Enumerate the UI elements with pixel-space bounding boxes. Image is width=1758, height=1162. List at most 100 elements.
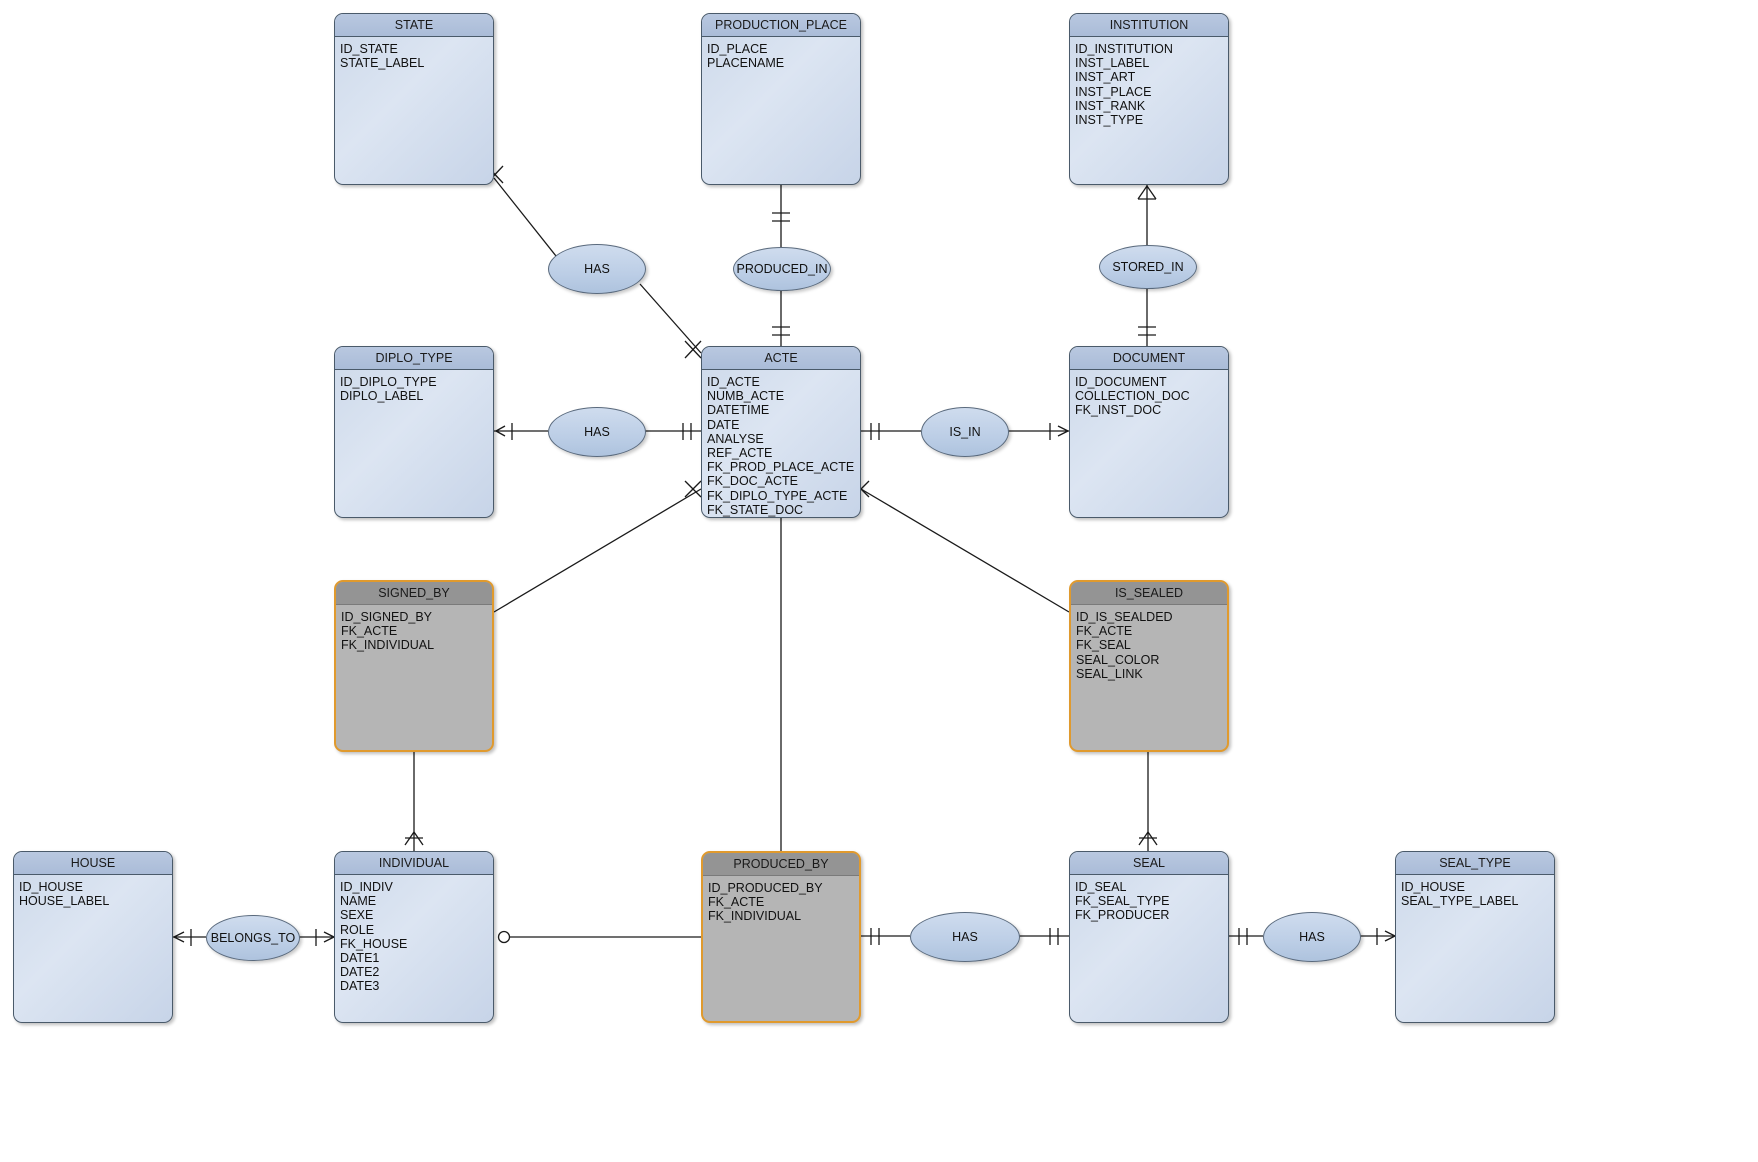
cardinality-document-top	[1138, 326, 1156, 336]
relationship-label: PRODUCED_IN	[736, 262, 828, 276]
attribute: NAME	[340, 894, 377, 909]
entity-title-house: HOUSE	[14, 852, 172, 875]
relationship-label: IS_IN	[949, 425, 981, 439]
crowfoot-acte-top-left	[684, 340, 702, 359]
attribute: DATE2	[340, 965, 380, 980]
entity-title-production_place: PRODUCTION_PLACE	[702, 14, 860, 37]
crowfoot-institution	[1137, 185, 1157, 200]
relationship-rel_has_state[interactable]: HAS	[548, 244, 646, 294]
attribute: FK_ACTE	[708, 895, 765, 910]
attribute: DATETIME	[707, 403, 770, 418]
attribute: INST_PLACE	[1075, 84, 1152, 99]
relationship-rel_stored_in[interactable]: STORED_IN	[1099, 245, 1197, 289]
attribute: FK_ACTE	[1076, 624, 1133, 639]
attribute: SEAL_LINK	[1076, 666, 1143, 681]
relationship-rel_has_sealtype[interactable]: HAS	[1263, 912, 1361, 962]
attribute: DATE1	[340, 951, 380, 966]
entity-title-state: STATE	[335, 14, 493, 37]
attribute: ROLE	[340, 922, 375, 937]
attribute: PLACENAME	[707, 56, 785, 71]
cardinality-sealtype-left	[1376, 928, 1396, 945]
attribute: FK_ACTE	[341, 624, 398, 639]
attribute: SEXE	[340, 908, 374, 923]
attribute: REF_ACTE	[707, 446, 773, 461]
entity-title-signed_by: SIGNED_BY	[336, 582, 492, 605]
entity-title-document: DOCUMENT	[1070, 347, 1228, 370]
attribute: ID_INDIV	[340, 880, 393, 894]
cardinality-acte-top	[772, 326, 790, 336]
entity-title-individual: INDIVIDUAL	[335, 852, 493, 875]
attribute: SEAL_COLOR	[1076, 652, 1160, 667]
attribute: FK_INDIVIDUAL	[341, 638, 435, 653]
cardinality-document-left	[1049, 423, 1069, 440]
attribute: ID_INSTITUTION	[1075, 42, 1173, 56]
entity-title-institution: INSTITUTION	[1070, 14, 1228, 37]
link-acte-signedby	[493, 488, 702, 613]
attribute: FK_SEAL_TYPE	[1075, 894, 1170, 909]
attribute: ID_SIGNED_BY	[341, 610, 433, 624]
attribute: STATE_LABEL	[340, 56, 425, 71]
attribute: DATE3	[340, 979, 380, 994]
attribute: ID_PLACE	[707, 42, 768, 56]
attribute: FK_STATE_DOC	[707, 502, 804, 517]
entity-title-seal: SEAL	[1070, 852, 1228, 875]
attribute: INST_TYPE	[1075, 113, 1144, 128]
optional-marker-individual	[497, 930, 511, 944]
link-state-has	[493, 177, 557, 257]
attribute: HOUSE_LABEL	[19, 894, 110, 909]
cardinality-producedby-right	[870, 928, 880, 945]
attribute: ID_HOUSE	[19, 880, 83, 894]
crowfoot-individual-top	[404, 831, 424, 846]
attribute: FK_PRODUCER	[1075, 908, 1170, 923]
attribute: COLLECTION_DOC	[1075, 389, 1190, 404]
entity-title-diplo_type: DIPLO_TYPE	[335, 347, 493, 370]
relationship-label: HAS	[584, 262, 610, 276]
relationship-rel_has_diplo[interactable]: HAS	[548, 407, 646, 457]
attribute: FK_HOUSE	[340, 936, 408, 951]
crowfoot-seal-top	[1138, 831, 1158, 846]
attribute: ANALYSE	[707, 431, 764, 446]
attribute: ID_ACTE	[707, 375, 760, 389]
relationship-rel_belongs_to[interactable]: BELONGS_TO	[206, 915, 300, 961]
entity-title-seal_type: SEAL_TYPE	[1396, 852, 1554, 875]
cardinality-place	[772, 212, 790, 222]
attribute: FK_SEAL	[1076, 638, 1131, 653]
attribute: ID_DIPLO_TYPE	[340, 375, 437, 389]
cardinality-house	[173, 929, 192, 946]
relationship-rel_is_in[interactable]: IS_IN	[921, 407, 1009, 457]
cardinality-acte-left	[682, 423, 692, 440]
entity-title-is_sealed: IS_SEALED	[1071, 582, 1227, 605]
attribute: FK_DIPLO_TYPE_ACTE	[707, 488, 848, 503]
relationship-rel_has_produced[interactable]: HAS	[910, 912, 1020, 962]
crowfoot-acte-bottom-left	[684, 480, 702, 498]
attribute: FK_PROD_PLACE_ACTE	[707, 460, 855, 475]
relationship-rel_produced_in[interactable]: PRODUCED_IN	[733, 247, 831, 291]
attribute: SEAL_TYPE_LABEL	[1401, 894, 1519, 909]
attribute: NUMB_ACTE	[707, 389, 785, 404]
link-has-acte	[639, 283, 702, 354]
attribute: FK_INST_DOC	[1075, 403, 1162, 418]
